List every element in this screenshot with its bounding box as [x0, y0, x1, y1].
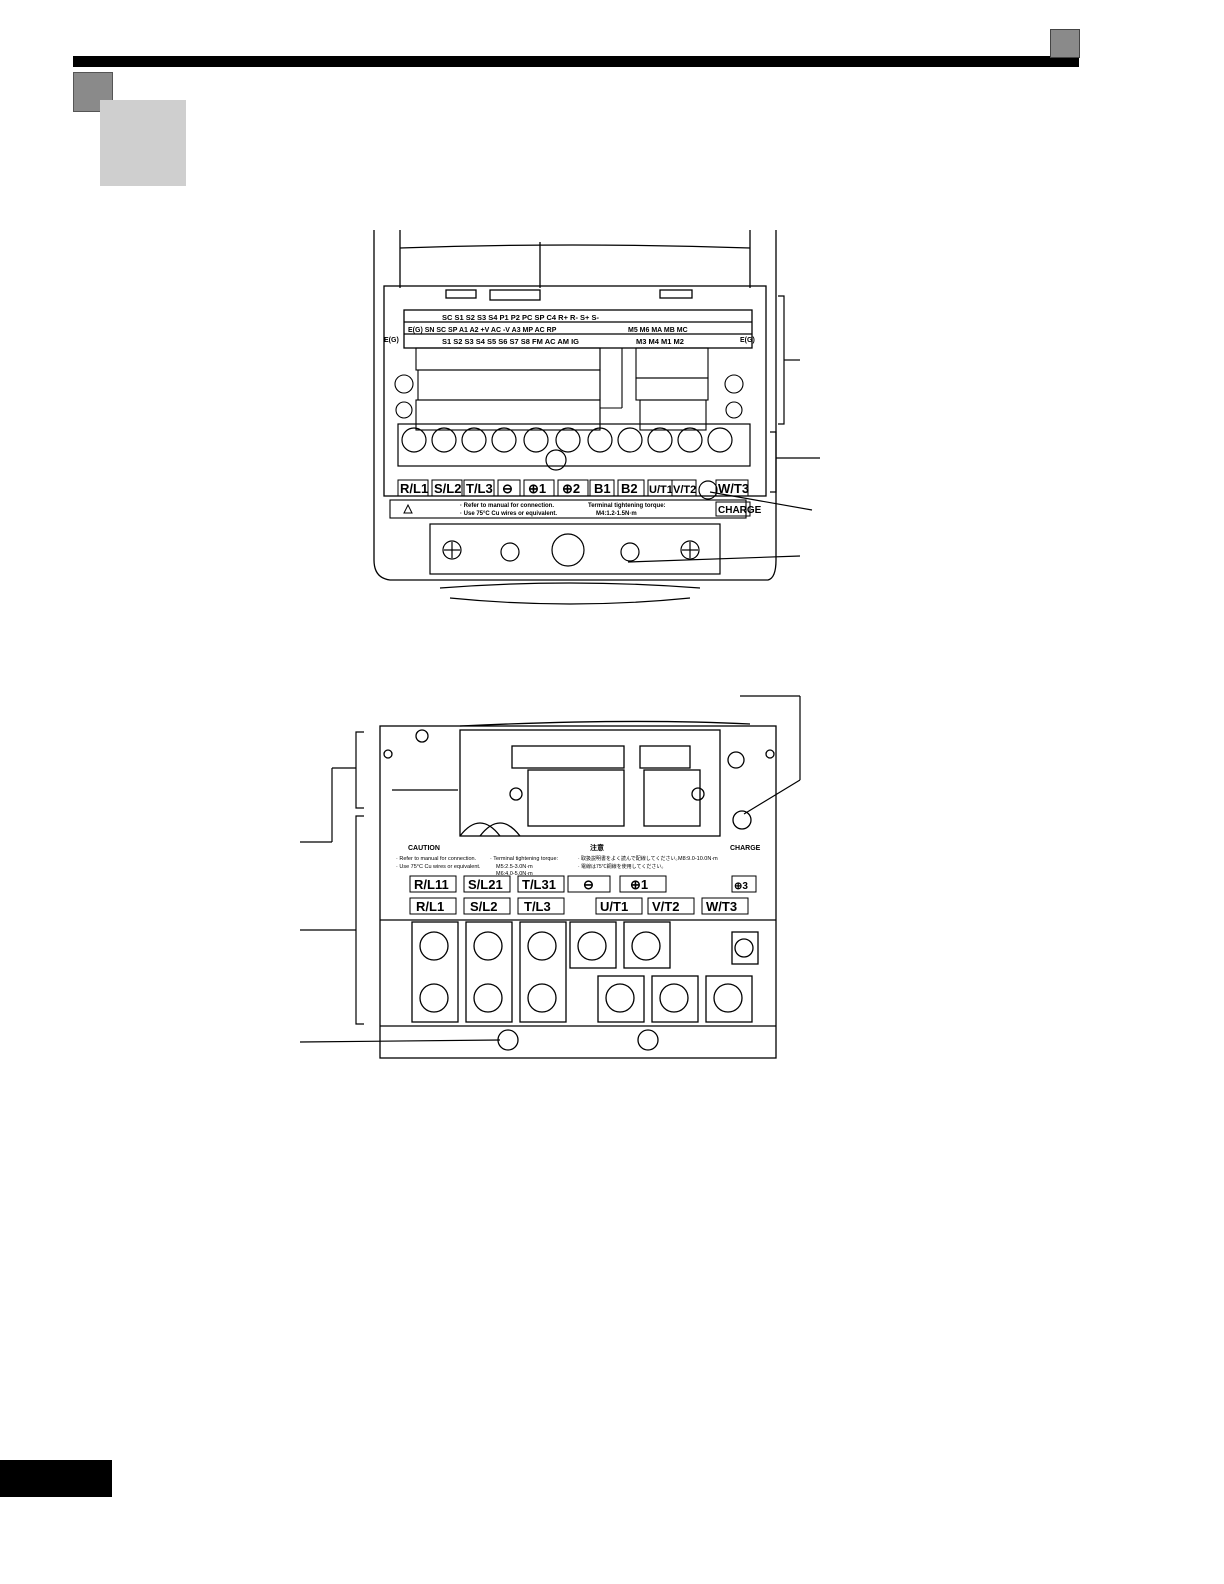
- torque-line1: Terminal tightening torque:: [588, 503, 666, 509]
- torque-line2: M6:4.0-5.0N·m: [496, 871, 533, 877]
- footer-page-tab: [0, 1460, 112, 1497]
- callout-lines: [300, 695, 801, 1043]
- terminal-u-t1: U/T1: [649, 484, 673, 496]
- terminal-w-t3: W/T3: [706, 899, 737, 914]
- terminal-minus: ⊖: [502, 481, 513, 496]
- main-terminal-screws: [397, 423, 751, 471]
- terminal-b1: B1: [594, 481, 611, 496]
- terminal-r-l1: R/L1: [416, 899, 444, 914]
- figure-terminal-arrangement-small: SC S1 S2 S3 S4 P1 P2 PC SP C4 R+ R- S+ S…: [373, 230, 820, 605]
- terminal-t-l3: T/L3: [524, 899, 551, 914]
- charge-lamp: [698, 480, 718, 500]
- terminal-minus: ⊖: [583, 877, 594, 892]
- jp-line1: · 取扱説明書をよく読んで配線してください。: [578, 855, 681, 862]
- terminal-s-l2: S/L2: [434, 481, 461, 496]
- caution-line2: · Use 75°C Cu wires or equivalent.: [460, 511, 557, 517]
- terminal-r-l11: R/L11: [414, 877, 449, 892]
- terminal-w-t3: W/T3: [718, 481, 749, 496]
- control-row2-label: E(G) SN SC SP A1 A2 +V AC -V A3 MP AC RP: [408, 327, 557, 334]
- control-terminal-block: [394, 347, 744, 431]
- chapter-marker-dark: [73, 72, 113, 112]
- terminal-v-t2: V/T2: [673, 484, 696, 496]
- terminal-s-l2: S/L2: [470, 899, 497, 914]
- torque-line1: M5:2.5-3.0N·m: [496, 864, 533, 870]
- torque-line3: M8:9.0-10.0N·m: [678, 856, 718, 862]
- jp-line2: · 電線は75℃銅線を使用してください。: [578, 863, 666, 870]
- terminal-b2: B2: [621, 481, 638, 496]
- terminal-s-l21: S/L21: [468, 877, 503, 892]
- terminal-plus1: ⊕1: [528, 481, 546, 496]
- terminal-v-t2: V/T2: [652, 899, 679, 914]
- terminal-t-l3: T/L3: [466, 481, 493, 496]
- chapter-marker-light: [100, 100, 186, 186]
- warning-icon: [403, 503, 413, 514]
- main-terminal-screws: [380, 919, 776, 1051]
- eg-left-label: E(G): [384, 337, 399, 344]
- caution-line2: · Use 75°C Cu wires or equivalent.: [396, 864, 481, 870]
- caution-line1: · Refer to manual for connection.: [396, 856, 477, 862]
- terminal-plus3: ⊕3: [734, 881, 748, 892]
- eg-right-label: E(G): [740, 337, 755, 344]
- charge-label: CHARGE: [730, 845, 761, 852]
- control-row3-label: S1 S2 S3 S4 S5 S6 S7 S8 FM AC AM IG: [442, 337, 579, 346]
- charge-label: CHARGE: [718, 505, 762, 516]
- relay-row2-label: M3 M4 M1 M2: [636, 337, 684, 346]
- terminal-t-l31: T/L31: [522, 877, 556, 892]
- jp-title: 注意: [590, 843, 604, 852]
- terminal-u-t1: U/T1: [600, 899, 628, 914]
- caution-title: CAUTION: [408, 845, 440, 852]
- terminal-r-l1: R/L1: [400, 481, 428, 496]
- header-rule: [73, 56, 1079, 67]
- ground-terminal-area: [429, 523, 721, 605]
- torque-title: · Terminal tightening torque:: [490, 856, 559, 862]
- control-row1-label: SC S1 S2 S3 S4 P1 P2 PC SP C4 R+ R- S+ S…: [442, 313, 600, 322]
- terminal-plus1: ⊕1: [630, 877, 648, 892]
- callout-lines: [627, 295, 820, 563]
- header-tab-marker: [1050, 29, 1080, 58]
- figure-terminal-arrangement-large: CAUTION · Refer to manual for connection…: [300, 695, 801, 1059]
- terminal-plus2: ⊕2: [562, 481, 580, 496]
- relay-row1-label: M5 M6 MA MB MC: [628, 327, 688, 334]
- torque-line2: M4:1.2-1.5N·m: [596, 511, 637, 517]
- caution-line1: · Refer to manual for connection.: [460, 503, 554, 509]
